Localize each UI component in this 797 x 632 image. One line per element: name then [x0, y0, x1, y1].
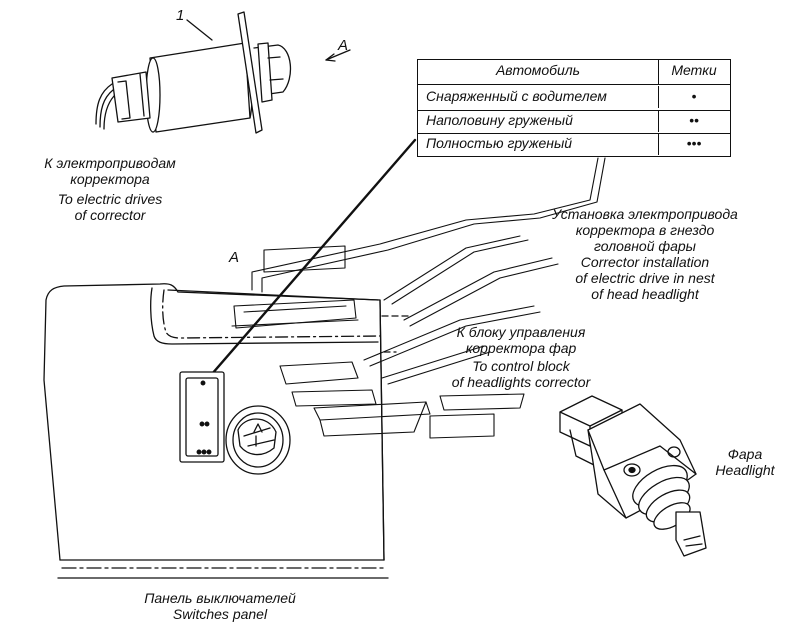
leader-line-table: [203, 138, 417, 384]
row-vehicle: Полностью груженый: [426, 135, 573, 151]
table-row: Полностью груженый •••: [418, 133, 730, 155]
view-marker-top: A: [337, 37, 348, 54]
label-switches-panel: Панель выключателей Switches panel: [144, 590, 296, 622]
row-marks: ••: [689, 112, 699, 128]
row-marks: •: [691, 88, 697, 104]
row-vehicle: Снаряженный с водителем: [426, 88, 607, 104]
table-header: Автомобиль Метки: [418, 60, 730, 84]
label-to-electric-drives: К электроприводам корректора To electric…: [44, 155, 176, 223]
label-corrector-installation: Установка электропривода корректора в гн…: [552, 206, 738, 302]
row-vehicle: Наполовину груженый: [426, 112, 573, 128]
switches-panel: [43, 283, 411, 579]
header-vehicle: Автомобиль: [495, 62, 581, 78]
ghost-leader-lines: [231, 157, 606, 439]
label-headlight: Фара Headlight: [715, 446, 775, 478]
load-marks-table: Автомобиль Метки Снаряженный с водителем…: [417, 59, 731, 157]
item-number-1: 1: [176, 7, 184, 24]
electric-drive-actuator: [95, 11, 292, 134]
table-row: Наполовину груженый ••: [418, 110, 730, 132]
header-marks: Метки: [671, 62, 717, 78]
table-row: Снаряженный с водителем •: [418, 86, 730, 108]
view-marker-mid: A: [228, 249, 239, 266]
view-arrow: [325, 49, 351, 61]
headlight-nest: [559, 395, 707, 557]
label-control-block: К блоку управления корректора фар To con…: [451, 324, 591, 390]
row-marks: •••: [686, 135, 702, 151]
